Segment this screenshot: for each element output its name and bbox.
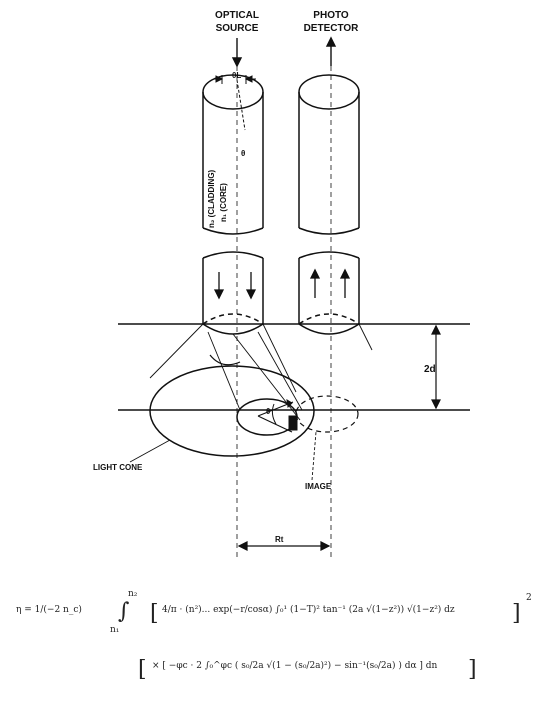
eq-integral-1: ∫ — [118, 599, 130, 624]
source-label-line1: OPTICAL — [215, 10, 259, 21]
down-arrows-icon — [213, 272, 257, 300]
source-arrow-icon — [231, 38, 243, 68]
source-fiber-lower — [202, 251, 264, 324]
eq-bracket-content: 4/π · (n²)... exp(−r/cosα) ∫₀¹ (1−T)² ta… — [162, 604, 455, 615]
detector-label-line2: DETECTOR — [304, 23, 360, 34]
eq-bracket-open: [ — [150, 601, 159, 626]
eq-line2: × [ −φc · 2 ∫₀^φc ( s₀/2a √(1 − (s₀/2a)²… — [152, 660, 438, 671]
light-cone-pointer — [129, 439, 171, 463]
detector-fiber-upper — [298, 74, 360, 235]
theta-l-label: θL — [232, 71, 241, 80]
core-label: n₁ (CORE) — [219, 183, 228, 222]
surface-lines — [118, 323, 470, 411]
rt-dimension — [237, 541, 331, 551]
eq-bracket2-open: [ — [138, 657, 147, 682]
two-d-label: 2d — [424, 364, 436, 375]
detector-image-ellipse — [295, 395, 359, 433]
source-label-line2: SOURCE — [216, 23, 259, 34]
light-cone-label: LIGHT CONE — [93, 463, 143, 472]
eq-upper-limit: n₂ — [128, 589, 138, 599]
eq-power: 2 — [526, 593, 532, 603]
theta-label-lower: θ — [266, 407, 270, 416]
detector-arrow-icon — [325, 36, 337, 66]
theta-label-upper: θ — [241, 149, 245, 158]
cladding-label: n₂ (CLADDING) — [207, 169, 216, 228]
two-d-dimension — [431, 324, 441, 410]
detector-fiber-lower — [298, 251, 360, 324]
axis-lines — [236, 66, 332, 560]
eq-bracket2-close: ] — [468, 657, 477, 682]
eq-lhs: η = 1/(−2 n_c) — [16, 604, 82, 615]
up-arrows-icon — [309, 268, 351, 298]
theta-l-marker — [214, 75, 256, 131]
rt-label: Rt — [275, 535, 284, 544]
source-fiber-upper — [202, 74, 264, 235]
rotation-arrow-icon — [209, 354, 241, 366]
light-cone-rays — [149, 323, 373, 421]
eq-lower-limit: n₁ — [110, 625, 119, 635]
fiber-end-faces — [202, 313, 360, 335]
image-pointer — [311, 431, 317, 481]
image-label: IMAGE — [305, 482, 332, 491]
theta-marker-lower — [257, 399, 298, 433]
light-cone-ellipse — [149, 365, 315, 457]
efficiency-equation: η = 1/(−2 n_c) ∫ n₁ n₂ [ 4/π · (n²)... e… — [16, 589, 532, 682]
eq-bracket-close: ] — [512, 601, 521, 626]
detector-label-line1: PHOTO — [313, 10, 349, 21]
